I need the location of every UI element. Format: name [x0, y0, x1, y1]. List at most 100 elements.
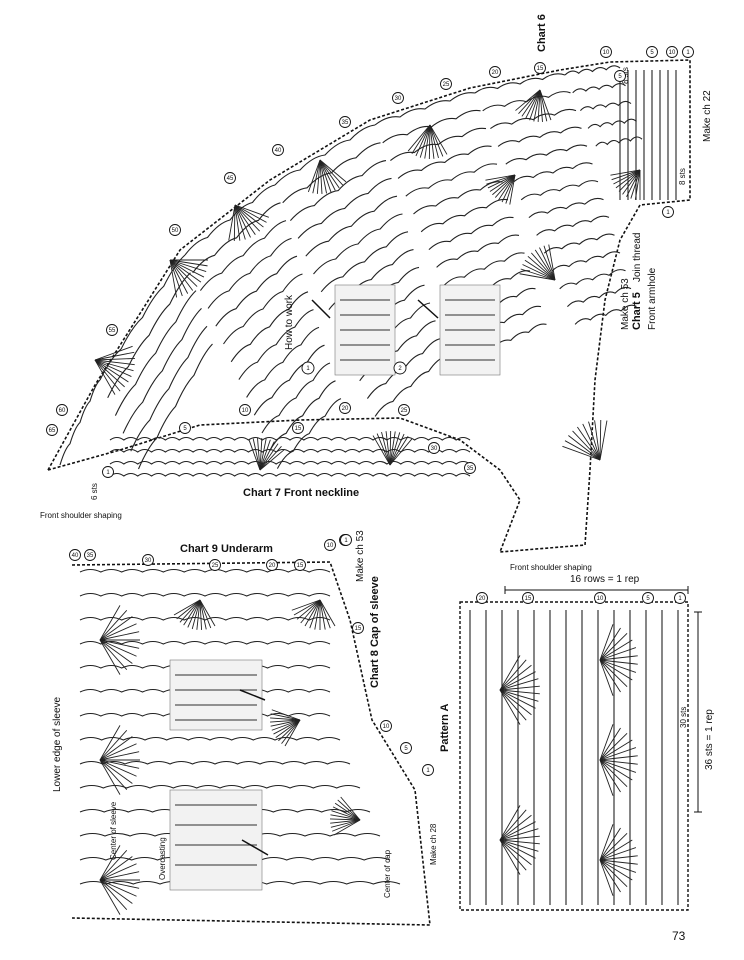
shell-fan — [610, 169, 641, 200]
svg-text:1: 1 — [666, 210, 670, 216]
svg-text:65: 65 — [49, 428, 56, 434]
svg-text:15: 15 — [355, 626, 362, 632]
row-number-chart6: 10 — [666, 46, 678, 58]
chain-scallop-row — [207, 237, 292, 309]
chain-scallop-row — [595, 136, 643, 147]
chain-scallop-row — [107, 272, 191, 399]
chain-scallop-row — [109, 436, 471, 441]
pattern-a-outline — [459, 601, 689, 911]
shell-fan — [515, 89, 552, 122]
svg-text:5: 5 — [646, 596, 650, 602]
shell-fan — [94, 345, 135, 395]
make-ch-53-sleeve-label: Make ch 53 — [355, 530, 366, 582]
front-armhole-label: Front armhole — [647, 267, 658, 330]
row-number-chart6: 5 — [614, 70, 626, 82]
row-number-chart8: 1 — [340, 534, 352, 546]
svg-text:1: 1 — [686, 50, 690, 56]
shell-fan — [270, 709, 301, 747]
chain-scallop-row — [215, 255, 298, 327]
row-number-chart6: 65 — [46, 424, 58, 436]
chain-scallop-row — [443, 252, 525, 286]
row-number-chart9: 35 — [84, 549, 96, 561]
row-number-chart6: 20 — [489, 66, 501, 78]
row-number-chart7: 15 — [292, 422, 304, 434]
svg-text:15: 15 — [537, 66, 544, 72]
row-number-pattern_a: 5 — [642, 592, 654, 604]
how-to-work-photo — [311, 284, 501, 376]
chain-scallop-row — [564, 65, 621, 76]
svg-text:35: 35 — [467, 466, 474, 472]
chain-scallop-row — [520, 180, 599, 201]
shell-fan — [173, 599, 216, 630]
row-number-chart9: 30 — [142, 554, 154, 566]
chain-scallop-row — [230, 291, 309, 363]
svg-text:5: 5 — [650, 50, 654, 56]
chain-scallop-row — [587, 118, 637, 129]
chain-scallop-row — [289, 160, 387, 221]
svg-text:1: 1 — [678, 596, 682, 602]
shell-fan — [372, 430, 413, 466]
shell-fan — [99, 725, 140, 795]
rows-repeat-label: 16 rows = 1 rep — [570, 574, 640, 585]
row-number-chart7: 5 — [179, 422, 191, 434]
chart-6-outline — [47, 59, 691, 553]
sts-30-label: 30 sts — [679, 707, 688, 728]
how-to-work-label: How to work — [284, 294, 295, 350]
svg-text:1: 1 — [306, 366, 310, 372]
chain-scallop-row — [79, 784, 361, 789]
chart-6-diagram — [47, 59, 691, 553]
svg-text:30: 30 — [431, 446, 438, 452]
chain-scallop-row — [572, 83, 626, 94]
svg-text:20: 20 — [492, 70, 499, 76]
chain-scallop-row — [536, 215, 610, 236]
chain-scallop-row — [79, 616, 331, 621]
chain-scallop-row — [253, 344, 325, 416]
row-number-chart6: 10 — [600, 46, 612, 58]
svg-text:40: 40 — [72, 553, 79, 559]
svg-text:1: 1 — [344, 538, 348, 544]
row-number-chart9: 25 — [209, 559, 221, 571]
svg-text:40: 40 — [275, 148, 282, 154]
row-number-chart6: 1 — [682, 46, 694, 58]
chain-scallop-row — [574, 304, 637, 325]
join-thread-label: Join thread — [632, 233, 643, 282]
chain-scallop-row — [420, 198, 509, 233]
row-number-chart8: 15 — [352, 622, 364, 634]
svg-text:30: 30 — [395, 96, 402, 102]
chart-9-title: Chart 9 Underarm — [180, 543, 273, 555]
svg-text:15: 15 — [295, 426, 302, 432]
shell-fan — [499, 805, 540, 875]
page-number: 73 — [672, 929, 686, 943]
svg-text:10: 10 — [242, 408, 249, 414]
front-shoulder-shaping-left: Front shoulder shaping — [40, 511, 122, 520]
shell-fan — [99, 605, 140, 675]
chain-scallop-row — [109, 448, 471, 453]
shell-fan — [330, 796, 361, 836]
sts-repeat-label: 36 sts = 1 rep — [704, 709, 715, 770]
row-number-chart7: 1 — [102, 466, 114, 478]
chain-scallop-row — [497, 126, 582, 147]
svg-text:1: 1 — [426, 768, 430, 774]
chain-scallop-row — [79, 592, 331, 597]
shell-fan — [169, 259, 208, 298]
chain-scallop-row — [490, 108, 577, 130]
row-number-chart6: 1 — [662, 206, 674, 218]
step-number-2: 2 — [393, 361, 407, 375]
chain-scallop-row — [382, 109, 481, 144]
sts-6-label: 6 sts — [90, 483, 99, 500]
svg-text:15: 15 — [297, 563, 304, 569]
svg-text:25: 25 — [443, 82, 450, 88]
svg-text:10: 10 — [327, 543, 334, 549]
row-number-chart6: 55 — [106, 324, 118, 336]
chain-scallop-row — [374, 92, 476, 126]
row-number-chart6: 25 — [440, 78, 452, 90]
svg-text:25: 25 — [401, 408, 408, 414]
chain-scallop-row — [79, 736, 341, 741]
row-number-chart7: 10 — [239, 404, 251, 416]
front-shoulder-shaping-right: Front shoulder shaping — [510, 563, 592, 572]
chain-scallop-row — [505, 144, 588, 165]
svg-text:5: 5 — [183, 426, 187, 432]
shell-fan — [599, 624, 638, 696]
chain-scallop-row — [397, 145, 492, 179]
